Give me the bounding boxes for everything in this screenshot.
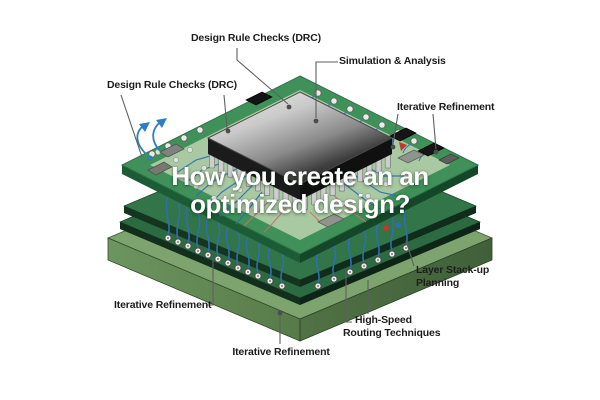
label-iterative-refinement-left: Iterative Refinement bbox=[114, 299, 212, 311]
headline-line2: an optimized design? bbox=[190, 161, 429, 219]
label-layer-stackup-line1: Layer Stack-up bbox=[416, 264, 490, 276]
via-pads bbox=[164, 234, 410, 290]
processor-chip bbox=[206, 91, 394, 210]
via-wires bbox=[165, 195, 408, 284]
label-high-speed-line2: Routing Techniques bbox=[343, 326, 441, 339]
label-iterative-refinement-right: Iterative Refinement bbox=[397, 101, 495, 113]
label-simulation-analysis: Simulation & Analysis bbox=[339, 55, 446, 67]
label-high-speed-routing: High-Speed Routing Techniques bbox=[343, 314, 441, 339]
pointer-lines bbox=[120, 48, 439, 344]
headline-overlay: How you create an an optimized design? bbox=[120, 162, 480, 218]
label-design-rule-checks-left: Design Rule Checks (DRC) bbox=[106, 79, 238, 91]
label-iterative-refinement-bottom: Iterative Refinement bbox=[232, 346, 330, 358]
label-layer-stackup-planning: Layer Stack-up Planning bbox=[416, 264, 489, 289]
red-arrow-marker bbox=[399, 142, 407, 151]
label-design-rule-checks-top: Design Rule Checks (DRC) bbox=[190, 32, 322, 44]
label-layer-stackup-line2: Planning bbox=[416, 276, 460, 289]
headline-line1: How you create an bbox=[171, 161, 393, 191]
label-high-speed-line1: High-Speed bbox=[355, 314, 412, 326]
rotate-arrows-icon bbox=[136, 118, 167, 161]
